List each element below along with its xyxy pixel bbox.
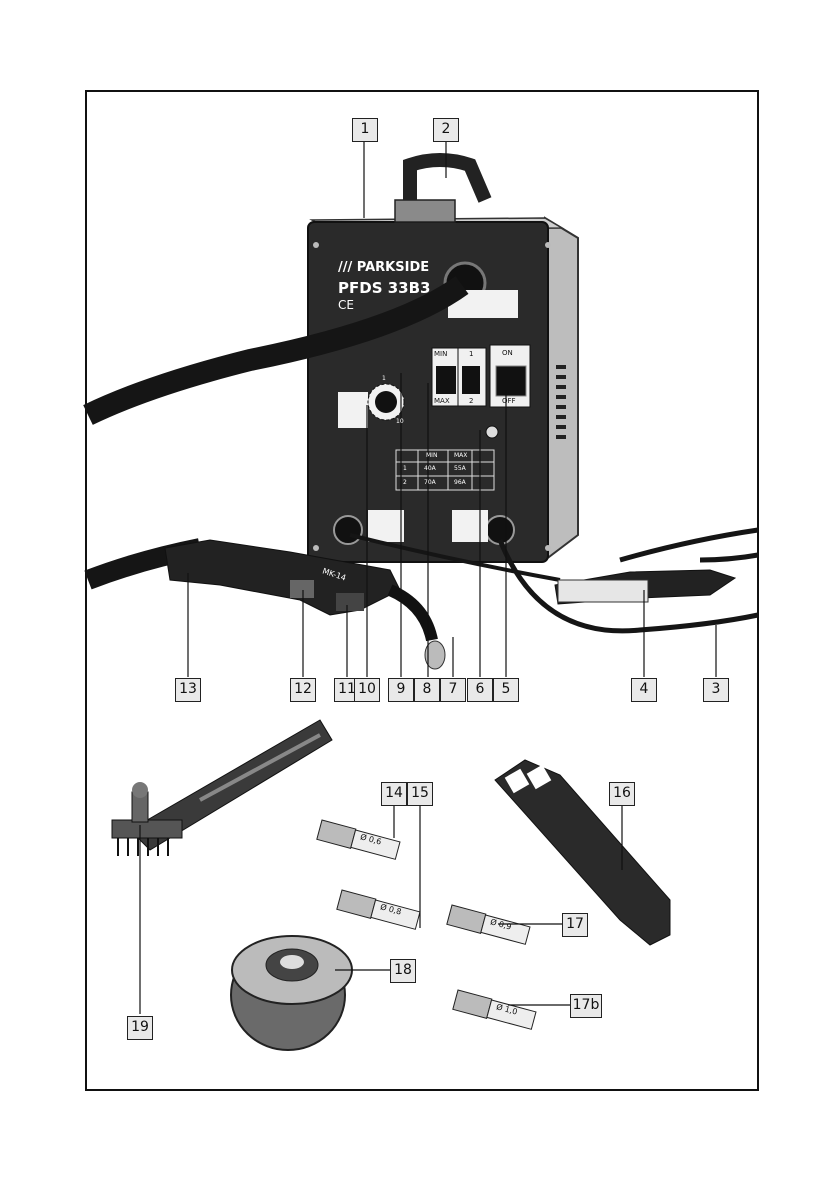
table-row-1-step: 1 — [403, 465, 407, 472]
table-row-1-max: 55A — [454, 465, 466, 472]
callout-17: 17 — [562, 913, 588, 937]
brand-label: /// PARKSIDE — [338, 260, 429, 275]
power-switch-on: ON — [502, 349, 513, 357]
earth-clamp — [555, 570, 735, 604]
callout-19: 19 — [127, 1016, 153, 1040]
dial-min: 1 — [382, 375, 386, 382]
callout-16: 16 — [609, 782, 635, 806]
table-header-min: MIN — [426, 452, 437, 459]
callout-2: 2 — [433, 118, 459, 142]
table-row-2-max: 96A — [454, 479, 466, 486]
callout-14: 14 — [381, 782, 407, 806]
callout-7: 7 — [440, 678, 466, 702]
callout-18: 18 — [390, 959, 416, 983]
table-row-1-min: 40A — [424, 465, 436, 472]
callout-4: 4 — [631, 678, 657, 702]
callout-8: 8 — [414, 678, 440, 702]
step-switch-1: 1 — [469, 350, 473, 358]
callout-6: 6 — [467, 678, 493, 702]
power-switch-off: OFF — [502, 397, 516, 405]
ce-mark: CE — [338, 298, 354, 312]
callout-10: 10 — [354, 678, 380, 702]
callout-15: 15 — [407, 782, 433, 806]
wire-spool — [231, 936, 352, 1050]
table-header-max: MAX — [454, 452, 467, 459]
callout-9: 9 — [388, 678, 414, 702]
step-switch-2: 2 — [469, 397, 473, 405]
callout-13: 13 — [175, 678, 201, 702]
callout-17b: 17b — [570, 994, 602, 1018]
callout-5: 5 — [493, 678, 519, 702]
dial-max: 10 — [396, 418, 404, 425]
range-switch-max: MAX — [434, 397, 450, 405]
table-row-2-step: 2 — [403, 479, 407, 486]
range-switch-min: MIN — [434, 350, 447, 358]
callout-12: 12 — [290, 678, 316, 702]
welding-machine — [308, 160, 578, 562]
table-row-2-min: 70A — [424, 479, 436, 486]
wire-brush — [112, 720, 332, 856]
callout-3: 3 — [703, 678, 729, 702]
model-label: PFDS 33B3 — [338, 279, 430, 297]
callout-1: 1 — [352, 118, 378, 142]
